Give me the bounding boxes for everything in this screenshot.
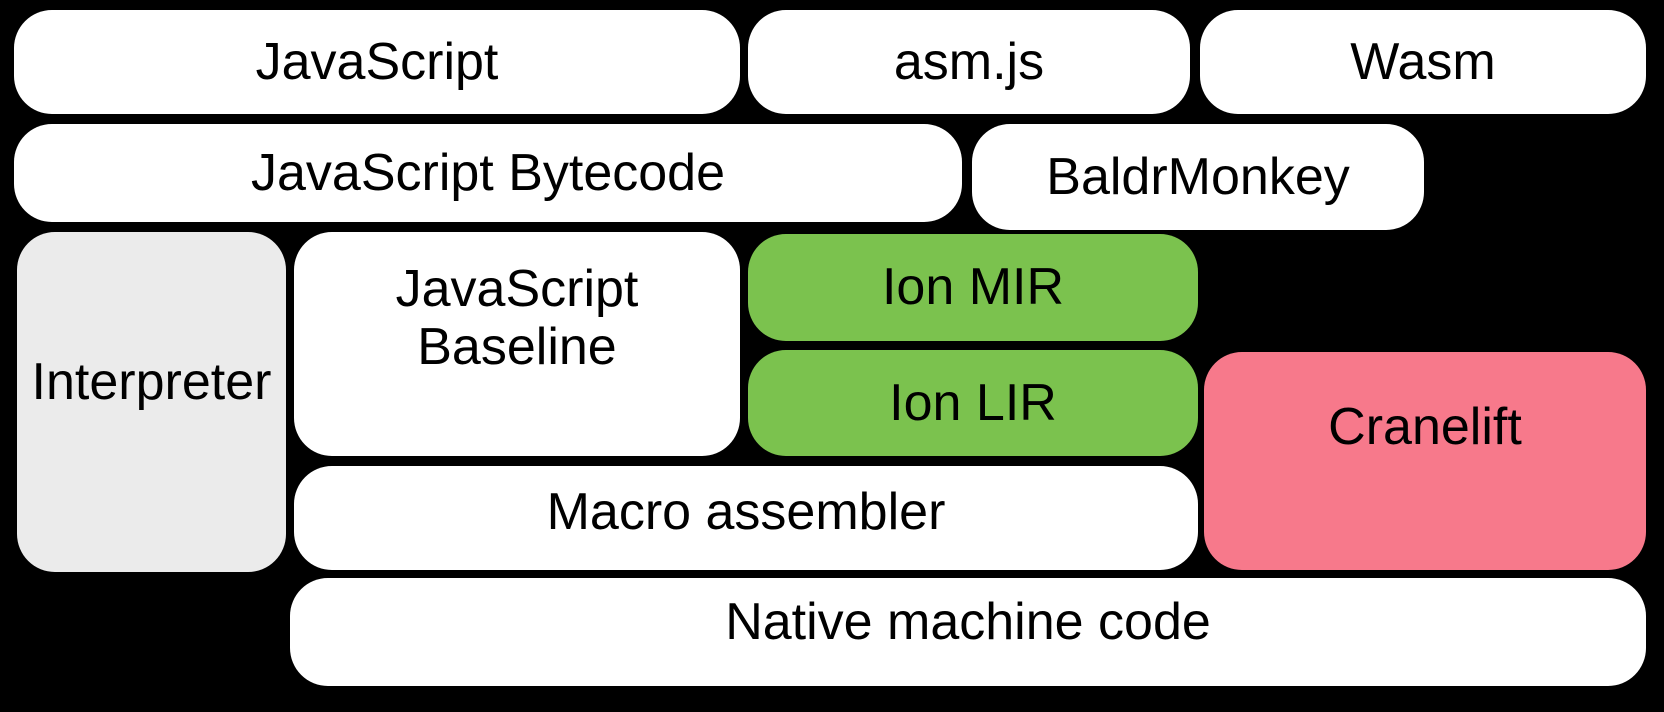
interpreter-label: Interpreter	[31, 352, 272, 411]
node-macro-assembler: Macro assembler	[294, 466, 1198, 570]
cranelift-label: Cranelift	[1328, 397, 1522, 456]
node-interpreter: Interpreter	[17, 232, 286, 572]
native-machine-code-label: Native machine code	[725, 592, 1211, 651]
javascript-label: JavaScript	[255, 32, 499, 91]
javascript-bytecode-label: JavaScript Bytecode	[250, 143, 726, 202]
node-baldrmonkey: BaldrMonkey	[972, 124, 1424, 230]
node-ion-lir: Ion LIR	[748, 350, 1198, 456]
node-wasm: Wasm	[1200, 10, 1646, 114]
node-cranelift: Cranelift	[1204, 352, 1646, 570]
node-asm-js: asm.js	[748, 10, 1190, 114]
javascript-baseline-label: JavaScript Baseline	[395, 259, 639, 376]
node-javascript-baseline: JavaScript Baseline	[294, 232, 740, 456]
node-javascript: JavaScript	[14, 10, 740, 114]
node-ion-mir: Ion MIR	[748, 234, 1198, 341]
baldrmonkey-label: BaldrMonkey	[1046, 147, 1350, 206]
node-native-machine-code: Native machine code	[290, 578, 1646, 686]
wasm-label: Wasm	[1350, 32, 1496, 91]
ion-mir-label: Ion MIR	[881, 258, 1065, 317]
ion-lir-label: Ion LIR	[889, 373, 1057, 432]
macro-assembler-label: Macro assembler	[546, 482, 946, 541]
asm-js-label: asm.js	[893, 32, 1045, 91]
node-javascript-bytecode: JavaScript Bytecode	[14, 124, 962, 222]
